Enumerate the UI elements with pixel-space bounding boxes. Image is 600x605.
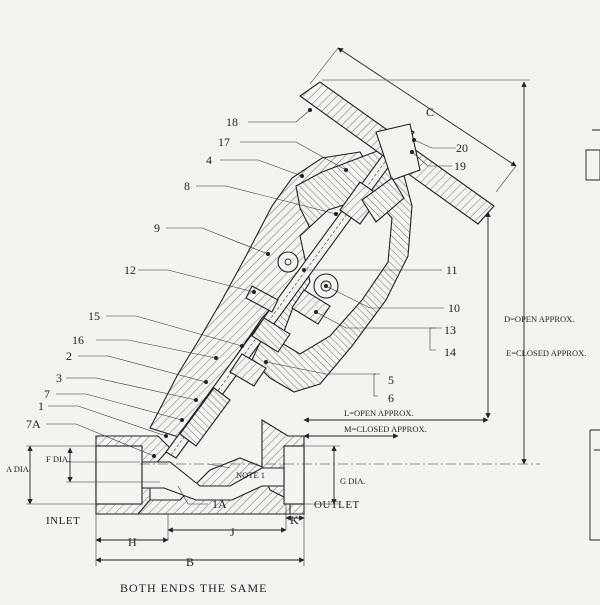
dim-d-label: D=OPEN APPROX. [504, 314, 574, 324]
outlet-label: OUTLET [314, 499, 360, 511]
dim-c-label: C [426, 105, 434, 119]
part-label-20: 20 [456, 141, 468, 155]
part-label-13: 13 [444, 323, 456, 337]
part-label-1a: 1A [212, 497, 227, 511]
part-label-16: 16 [72, 333, 84, 347]
caption: BOTH ENDS THE SAME [120, 581, 267, 595]
part-label-1: 1 [38, 399, 44, 413]
part-label-5: 5 [388, 373, 394, 387]
part-label-11: 11 [446, 263, 458, 277]
part-label-8: 8 [184, 179, 190, 193]
dim-k-label: K [290, 513, 299, 527]
part-label-7a: 7A [26, 417, 41, 431]
part-labels: 18 17 4 8 9 12 15 16 2 3 7 1 7A 20 19 11… [26, 115, 468, 511]
part-label-12: 12 [124, 263, 136, 277]
part-label-18: 18 [226, 115, 238, 129]
note-1-label: NOTE 1 [236, 470, 265, 480]
part-label-15: 15 [88, 309, 100, 323]
inlet-label: INLET [46, 515, 80, 527]
part-label-3: 3 [56, 371, 62, 385]
part-label-9: 9 [154, 221, 160, 235]
dim-a-label: A DIA. [6, 464, 31, 474]
leader-dots [152, 108, 416, 458]
partial-view-right [585, 129, 600, 541]
dimension-lines [26, 47, 540, 566]
dim-h-label: H [128, 535, 137, 549]
dim-l-label: L=OPEN APPROX. [344, 408, 414, 418]
dim-e-label: E=CLOSED APPROX. [506, 348, 586, 358]
dim-b-label: B [186, 555, 194, 569]
part-label-4: 4 [206, 153, 212, 167]
dim-m-label: M=CLOSED APPROX. [344, 424, 427, 434]
valve-body-lower [95, 419, 305, 515]
dim-j-label: J [230, 525, 235, 539]
part-label-2: 2 [66, 349, 72, 363]
part-label-10: 10 [448, 301, 460, 315]
leader-lines [46, 109, 456, 505]
part-label-6: 6 [388, 391, 394, 405]
part-label-7: 7 [44, 387, 50, 401]
part-label-19: 19 [454, 159, 466, 173]
dim-g-label: G DIA. [340, 476, 366, 486]
part-label-14: 14 [444, 345, 456, 359]
part-label-17: 17 [218, 135, 230, 149]
dim-f-label: F DIA. [46, 454, 70, 464]
dimension-labels: C D=OPEN APPROX. E=CLOSED APPROX. L=OPEN… [6, 105, 586, 595]
